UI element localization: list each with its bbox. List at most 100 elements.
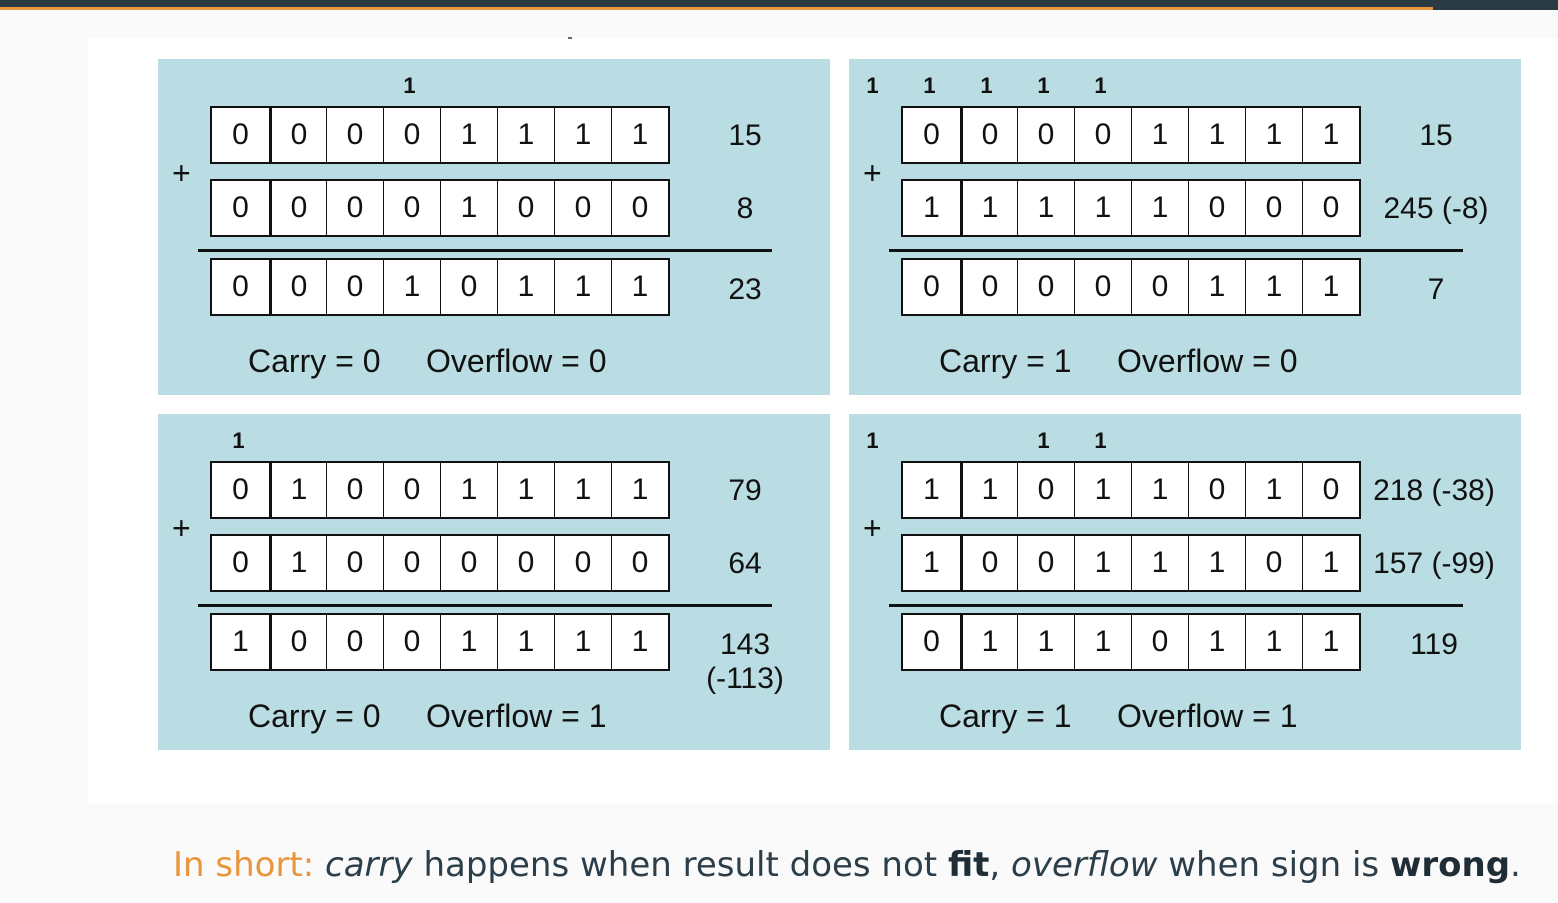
bit-cell: 0	[232, 270, 249, 303]
bit-cell: 0	[326, 536, 383, 590]
bit-cell: 0	[1188, 181, 1245, 235]
bit-cell: 1	[269, 463, 326, 517]
carry-digit: 1	[1094, 428, 1107, 453]
overflow-flag-label: Overflow = 1	[1117, 698, 1298, 734]
bit-cell: 1	[923, 546, 940, 579]
overflow-flag-label: Overflow = 1	[426, 698, 607, 734]
bit-cell: 0	[960, 108, 1017, 162]
carry-flag-label: Carry = 0	[248, 698, 381, 734]
bit-cell: 0	[1302, 181, 1359, 235]
carry-digit: 1	[403, 73, 416, 98]
carry-digit: 1	[1037, 428, 1050, 453]
sum-rule-line	[889, 249, 1463, 252]
bit-cell: 0	[923, 270, 940, 303]
bit-cell: 1	[554, 260, 611, 314]
caption-fit-term: fit	[947, 845, 990, 885]
bit-cell: 1	[1245, 260, 1302, 314]
bit-cell: 1	[1131, 181, 1188, 235]
overflow-flag-label: Overflow = 0	[1117, 343, 1298, 379]
bit-cell: 0	[232, 546, 249, 579]
bit-cell: 1	[554, 615, 611, 669]
bit-cell: 0	[383, 463, 440, 517]
bit-cell: 1	[1302, 536, 1359, 590]
bit-cell: 0	[1074, 260, 1131, 314]
bit-cell: 0	[269, 615, 326, 669]
bit-cell: 1	[1188, 536, 1245, 590]
bit-cell: 0	[1245, 536, 1302, 590]
bit-cell: 1	[1302, 615, 1359, 669]
caption-wrong-term: wrong	[1389, 845, 1511, 885]
overflow-flag-label: Overflow = 0	[426, 343, 607, 379]
bit-cell: 1	[1188, 108, 1245, 162]
bit-cell: 1	[960, 181, 1017, 235]
bit-cell: 1	[1302, 260, 1359, 314]
bit-cell: 1	[1017, 181, 1074, 235]
operand-decimal-value: 8	[736, 192, 754, 225]
slide-progress-bar	[0, 7, 1434, 10]
bit-cell: 0	[232, 118, 249, 151]
bit-cell: 1	[611, 260, 668, 314]
bit-cell: 0	[232, 191, 249, 224]
result-decimal-value: 23	[728, 273, 762, 306]
caption-period: .	[1510, 845, 1521, 885]
bit-cell: 1	[554, 463, 611, 517]
bit-cell: 1	[383, 260, 440, 314]
bit-cell: 0	[269, 260, 326, 314]
bit-cell: 1	[440, 181, 497, 235]
bit-cell: 1	[611, 463, 668, 517]
plus-operator: +	[863, 155, 882, 191]
bit-cell: 0	[1074, 108, 1131, 162]
bit-cell: 1	[1017, 615, 1074, 669]
caption-text-3: when sign is	[1157, 845, 1390, 885]
bit-cell: 1	[497, 108, 554, 162]
bit-cell: 1	[269, 536, 326, 590]
carry-digit: 1	[866, 73, 879, 98]
bit-cell: 0	[269, 181, 326, 235]
operand-decimal-value: 64	[728, 547, 762, 580]
bit-cell: 0	[326, 463, 383, 517]
bit-cell: 1	[440, 108, 497, 162]
bit-cell: 1	[1131, 463, 1188, 517]
carry-digit: 1	[980, 73, 993, 98]
summary-caption: In short: carry happens when result does…	[173, 845, 1521, 885]
bit-cell: 0	[440, 536, 497, 590]
bit-cell: 0	[383, 108, 440, 162]
bit-cell: 1	[232, 625, 249, 658]
bit-cell: 0	[440, 260, 497, 314]
bit-cell: 1	[960, 615, 1017, 669]
bit-cell: 0	[1017, 260, 1074, 314]
bit-cell: 1	[497, 260, 554, 314]
bit-cell: 0	[1131, 260, 1188, 314]
sum-rule-line	[198, 604, 772, 607]
bit-cell: 1	[554, 108, 611, 162]
bit-cell: 0	[923, 118, 940, 151]
bit-cell: 0	[326, 615, 383, 669]
bit-cell: 0	[326, 181, 383, 235]
bit-cell: 1	[923, 473, 940, 506]
bit-cell: 0	[383, 615, 440, 669]
bit-cell: 0	[232, 473, 249, 506]
bit-cell: 1	[497, 463, 554, 517]
bit-cell: 0	[923, 625, 940, 658]
bit-cell: 1	[1245, 108, 1302, 162]
slide-top-bar	[0, 0, 1558, 10]
bit-cell: 1	[1074, 181, 1131, 235]
sum-rule-line	[198, 249, 772, 252]
bit-cell: 1	[611, 108, 668, 162]
bit-cell: 0	[960, 260, 1017, 314]
operand-decimal-value: 218 (-38)	[1373, 474, 1495, 507]
bit-cell: 1	[440, 463, 497, 517]
operand-decimal-value: 15	[728, 119, 762, 152]
bit-cell: 0	[960, 536, 1017, 590]
bit-cell: 1	[1302, 108, 1359, 162]
bit-cell: 0	[383, 536, 440, 590]
bit-cell: 1	[1188, 615, 1245, 669]
bit-cell: 0	[554, 536, 611, 590]
